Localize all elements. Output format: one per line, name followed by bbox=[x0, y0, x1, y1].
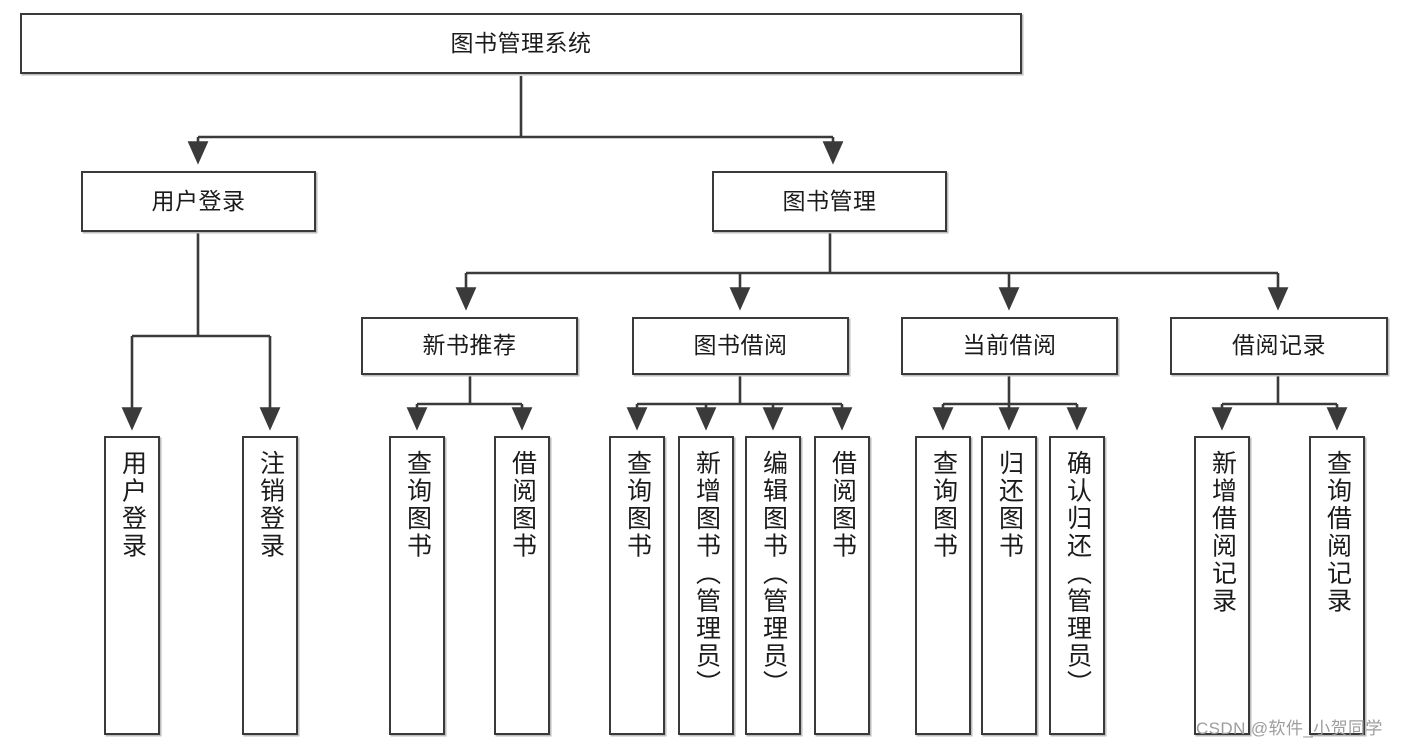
node-book-borrow[interactable]: 图书借阅 bbox=[632, 317, 849, 375]
csdn-watermark: CSDN @软件_小贺同学 bbox=[1196, 719, 1383, 738]
node-leaf-return-book[interactable]: 归还图书 bbox=[981, 436, 1037, 735]
node-leaf-logout-login[interactable]: 注销登录 bbox=[242, 436, 298, 735]
node-leaf-query-book-1[interactable]: 查询图书 bbox=[389, 436, 445, 735]
node-leaf-add-book-label: 新增图书（管理员） bbox=[692, 450, 721, 698]
node-leaf-query-book-3-label: 查询图书 bbox=[929, 450, 958, 560]
node-current-borrow-label: 当前借阅 bbox=[962, 332, 1057, 359]
node-leaf-confirm-return-label: 确认归还（管理员） bbox=[1063, 450, 1092, 698]
node-leaf-add-record[interactable]: 新增借阅记录 bbox=[1194, 436, 1250, 735]
node-root-label: 图书管理系统 bbox=[450, 29, 592, 56]
node-leaf-query-book-2-label: 查询图书 bbox=[623, 450, 652, 560]
node-leaf-query-record-label: 查询借阅记录 bbox=[1323, 450, 1352, 615]
node-leaf-borrow-book-1[interactable]: 借阅图书 bbox=[494, 436, 550, 735]
node-leaf-edit-book-label: 编辑图书（管理员） bbox=[759, 450, 788, 698]
node-leaf-borrow-book-2-label: 借阅图书 bbox=[828, 450, 857, 560]
node-leaf-borrow-book-1-label: 借阅图书 bbox=[508, 450, 537, 560]
node-new-book-recommend-label: 新书推荐 bbox=[422, 332, 517, 359]
node-book-management-label: 图书管理 bbox=[782, 187, 877, 214]
node-leaf-logout-login-label: 注销登录 bbox=[256, 450, 285, 560]
node-leaf-query-book-3[interactable]: 查询图书 bbox=[915, 436, 971, 735]
node-borrow-record[interactable]: 借阅记录 bbox=[1170, 317, 1388, 375]
node-leaf-confirm-return[interactable]: 确认归还（管理员） bbox=[1049, 436, 1105, 735]
node-leaf-add-record-label: 新增借阅记录 bbox=[1208, 450, 1237, 615]
node-leaf-query-book-2[interactable]: 查询图书 bbox=[609, 436, 665, 735]
node-root[interactable]: 图书管理系统 bbox=[20, 13, 1022, 74]
node-leaf-edit-book[interactable]: 编辑图书（管理员） bbox=[745, 436, 801, 735]
node-user-login[interactable]: 用户登录 bbox=[81, 171, 316, 232]
node-leaf-query-book-1-label: 查询图书 bbox=[403, 450, 432, 560]
node-leaf-user-login-label: 用户登录 bbox=[118, 450, 147, 560]
node-book-management[interactable]: 图书管理 bbox=[712, 171, 947, 232]
node-leaf-return-book-label: 归还图书 bbox=[995, 450, 1024, 560]
node-leaf-add-book[interactable]: 新增图书（管理员） bbox=[678, 436, 734, 735]
node-new-book-recommend[interactable]: 新书推荐 bbox=[361, 317, 578, 375]
node-user-login-label: 用户登录 bbox=[151, 187, 246, 214]
node-borrow-record-label: 借阅记录 bbox=[1232, 332, 1326, 359]
node-current-borrow[interactable]: 当前借阅 bbox=[901, 317, 1118, 375]
node-leaf-user-login[interactable]: 用户登录 bbox=[104, 436, 160, 735]
node-leaf-borrow-book-2[interactable]: 借阅图书 bbox=[814, 436, 870, 735]
node-leaf-query-record[interactable]: 查询借阅记录 bbox=[1309, 436, 1365, 735]
node-book-borrow-label: 图书借阅 bbox=[693, 332, 788, 359]
